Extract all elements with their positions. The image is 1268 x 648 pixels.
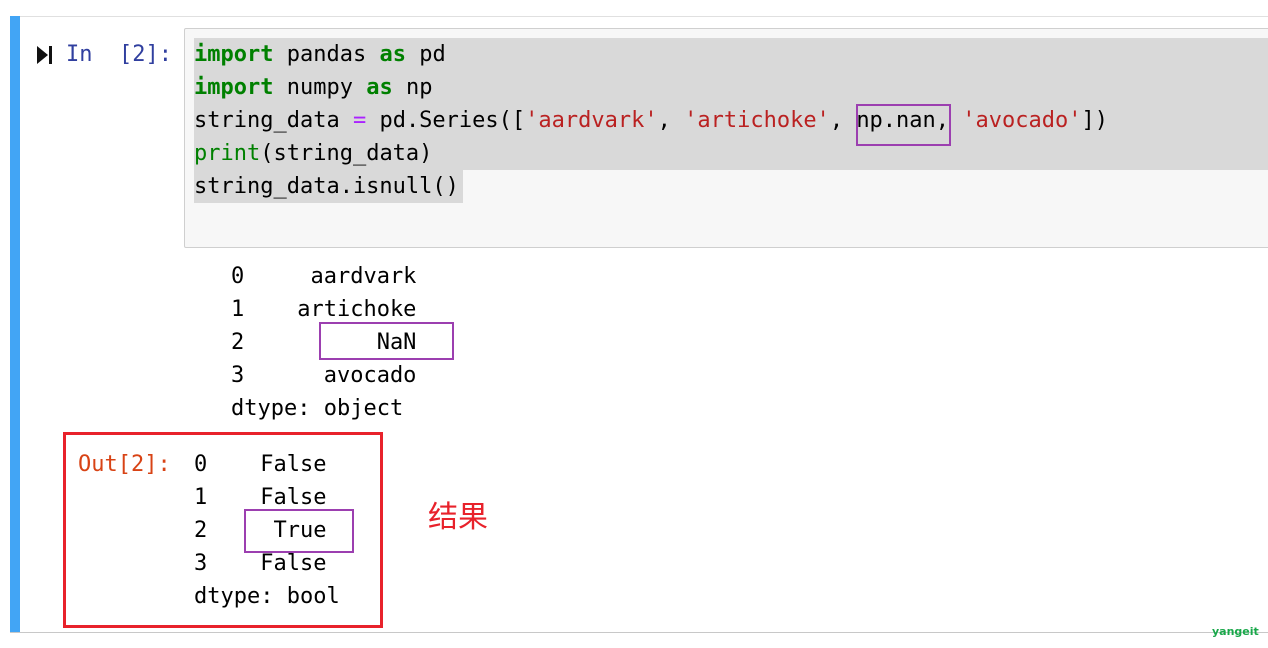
- output-row: 3 False: [194, 551, 327, 576]
- code-line-5: string_data.isnull(): [194, 170, 1268, 203]
- code-line-2: import numpy as np: [194, 71, 1268, 104]
- run-cell-icon[interactable]: [35, 44, 55, 66]
- watermark: yangeit: [1212, 625, 1259, 638]
- code-line-3: string_data = pd.Series(['aardvark', 'ar…: [194, 104, 1268, 137]
- cell-top-border: [10, 16, 1268, 17]
- stdout-row: 3 avocado: [231, 363, 417, 388]
- nan-highlight-box: [319, 322, 454, 360]
- output-row: 1 False: [194, 485, 327, 510]
- stdout-row: 2 NaN: [231, 330, 417, 355]
- stdout-row: 1 artichoke: [231, 297, 417, 322]
- stdout-row: 0 aardvark: [231, 264, 417, 289]
- np-nan-highlight-box: [856, 104, 951, 146]
- stdout-output: 0 aardvark 1 artichoke 2 NaN 3 avocado d…: [231, 260, 416, 425]
- cell-output: 0 False 1 False 2 True 3 False dtype: bo…: [194, 448, 340, 613]
- input-prompt: In [2]:: [66, 42, 172, 67]
- true-highlight-box: [244, 509, 354, 553]
- output-prompt: Out[2]:: [78, 452, 171, 477]
- code-lines[interactable]: import pandas as pd import numpy as np s…: [194, 38, 1268, 203]
- result-highlight-box: [63, 432, 383, 628]
- code-line-4: print(string_data): [194, 137, 1268, 170]
- np-nan-token: np.nan: [856, 108, 936, 133]
- stdout-dtype: dtype: object: [231, 396, 404, 421]
- code-line-1: import pandas as pd: [194, 38, 1268, 71]
- selected-cell-indicator: [10, 16, 20, 632]
- output-row: 2 True: [194, 518, 327, 543]
- output-row: 0 False: [194, 452, 327, 477]
- output-dtype: dtype: bool: [194, 584, 340, 609]
- cell-bottom-border: [10, 632, 1268, 633]
- result-annotation: 结果: [428, 500, 488, 535]
